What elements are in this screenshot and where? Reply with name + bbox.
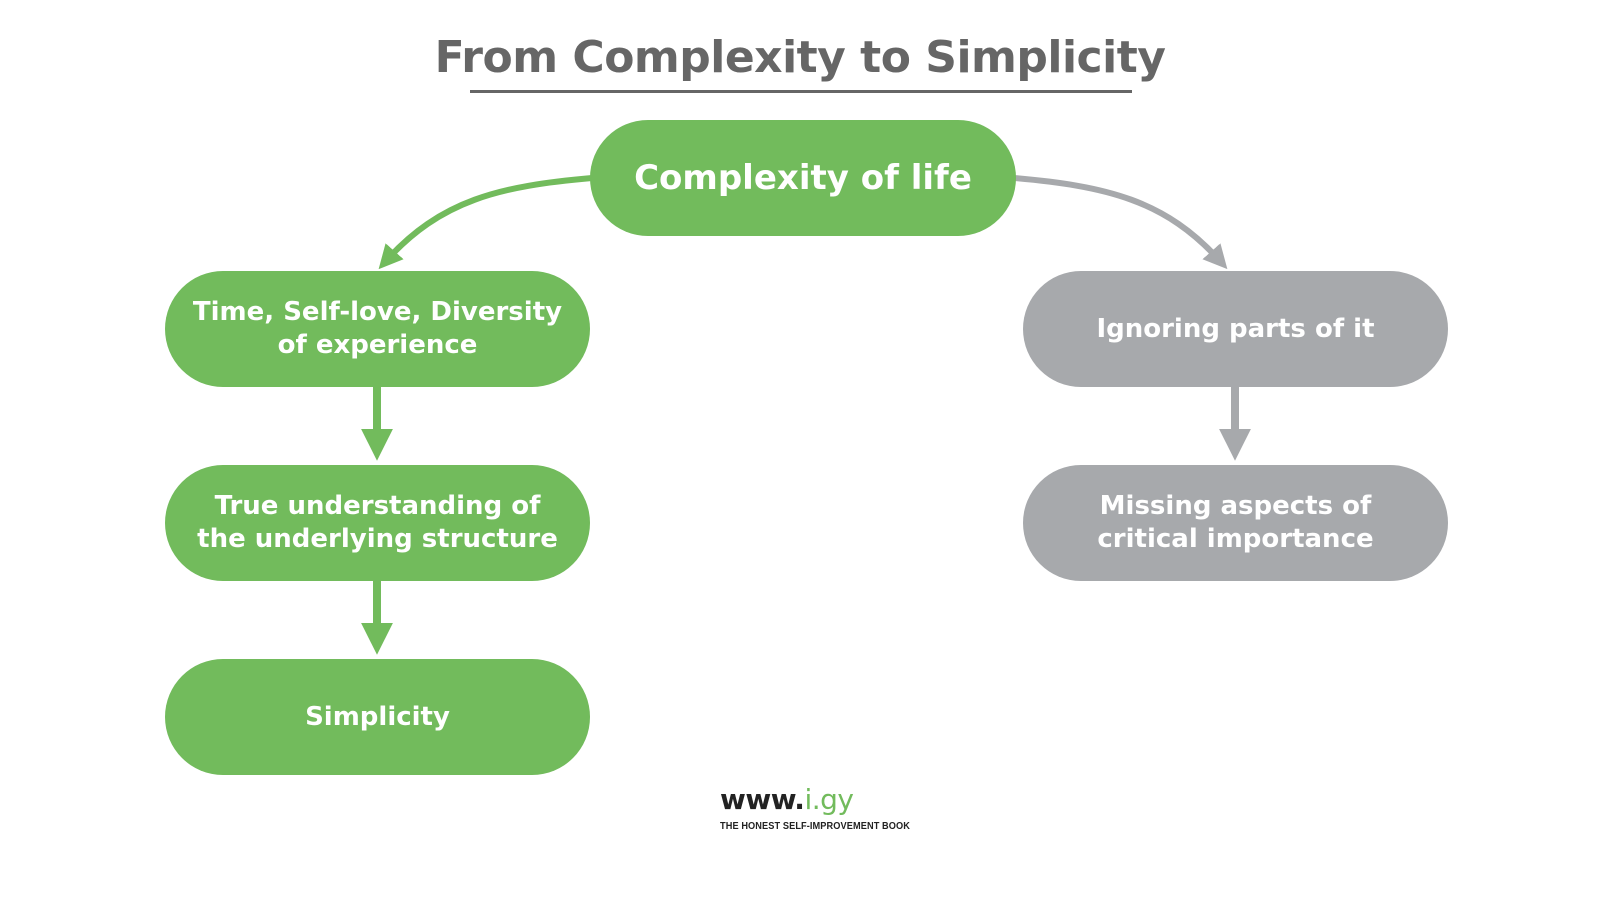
node-true-understanding: True understanding of the underlying str… — [165, 465, 590, 581]
node-complexity-of-life: Complexity of life — [590, 120, 1016, 236]
node-ignoring-parts: Ignoring parts of it — [1023, 271, 1448, 387]
logo-prefix: www. — [720, 783, 805, 816]
node-label: Time, Self-love, Diversity of experience — [192, 297, 563, 360]
arrow-root-to-right — [1013, 175, 1228, 270]
node-label: True understanding of the underlying str… — [197, 491, 558, 554]
logo-wordmark: www.i.gy — [720, 785, 920, 815]
logo-accent: i.gy — [804, 783, 854, 816]
site-logo: www.i.gy THE HONEST SELF-IMPROVEMENT BOO… — [720, 785, 920, 833]
logo-tagline: THE HONEST SELF-IMPROVEMENT BOOK — [720, 821, 911, 832]
node-label: Complexity of life — [634, 158, 972, 198]
node-label: Simplicity — [305, 701, 450, 732]
node-missing-aspects: Missing aspects of critical importance — [1023, 465, 1448, 581]
page-title: From Complexity to Simplicity — [434, 32, 1166, 83]
node-simplicity: Simplicity — [165, 659, 590, 775]
node-time-self-love-diversity: Time, Self-love, Diversity of experience — [165, 271, 590, 387]
arrow-root-to-left — [378, 175, 593, 270]
node-label: Ignoring parts of it — [1096, 313, 1375, 344]
node-label: Missing aspects of critical importance — [1097, 491, 1374, 554]
title-underline — [470, 90, 1132, 93]
